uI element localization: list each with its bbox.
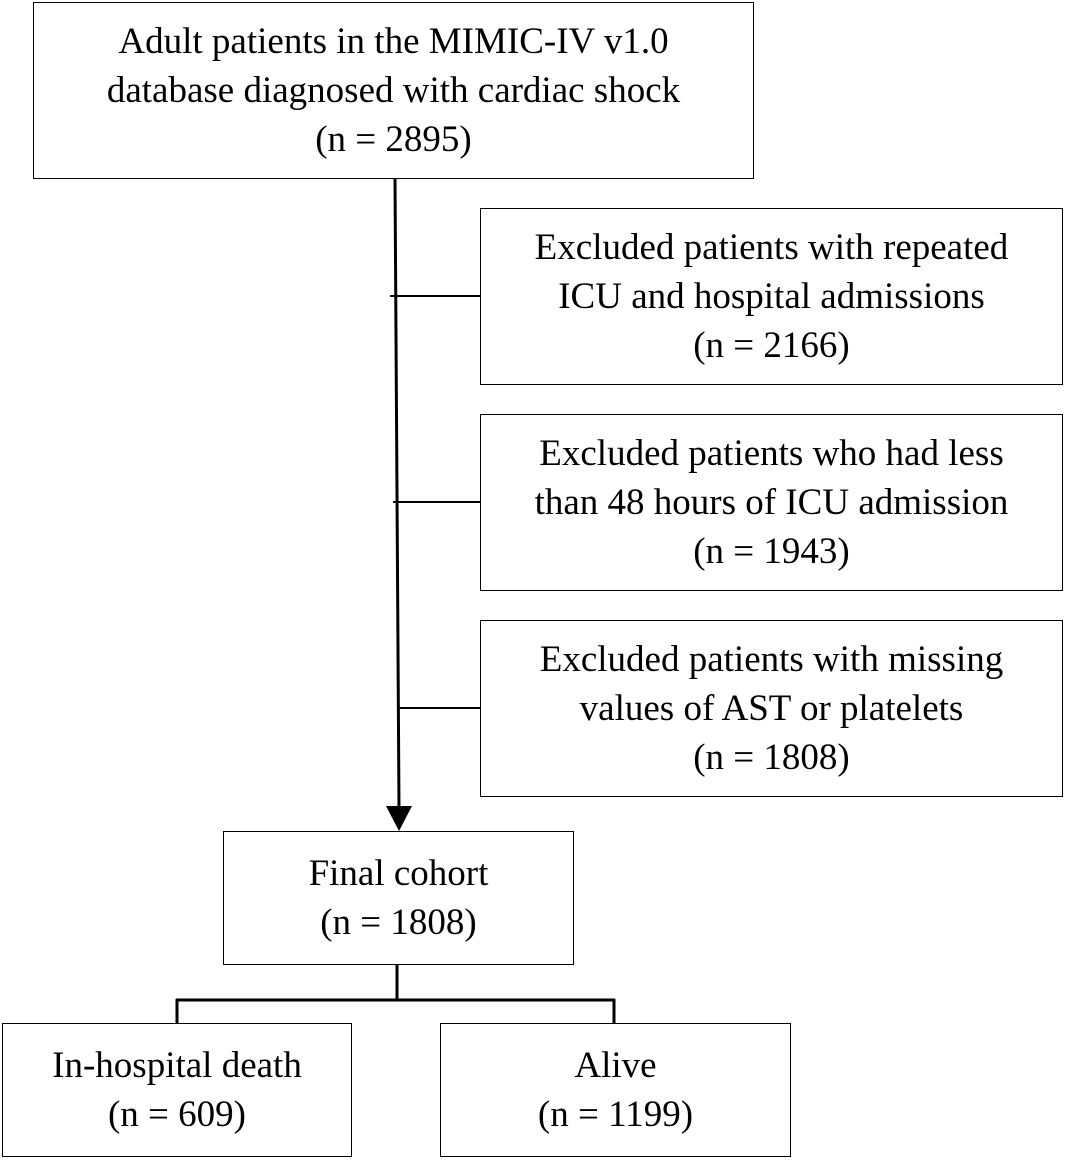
outcome-box-in-hospital-death: In-hospital death (n = 609)	[2, 1023, 352, 1157]
exclusion-1-line-1: Excluded patients with repeated	[534, 227, 1009, 268]
exclusion-3-line-2: values of AST or platelets	[579, 688, 964, 729]
exclusion-2-line-1: Excluded patients who had less	[539, 433, 1004, 474]
source-line-2: database diagnosed with cardiac shock	[106, 70, 681, 111]
source-population-box: Adult patients in the MIMIC-IV v1.0 data…	[33, 2, 754, 179]
death-count: (n = 609)	[107, 1094, 246, 1135]
exclusion-2-count: (n = 1943)	[693, 531, 850, 572]
death-label: In-hospital death	[52, 1045, 302, 1086]
exclusion-3-line-1: Excluded patients with missing	[539, 639, 1004, 680]
exclusion-3-count: (n = 1808)	[693, 737, 850, 778]
exclusion-2-line-2: than 48 hours of ICU admission	[534, 482, 1009, 523]
main-trunk-line	[393, 178, 401, 809]
exclusion-1-count: (n = 2166)	[693, 325, 850, 366]
final-cohort-box: Final cohort (n = 1808)	[223, 831, 574, 965]
arrowhead-to-final-cohort	[386, 806, 412, 831]
exclusion-box-short-icu-stay: Excluded patients who had less than 48 h…	[480, 414, 1063, 591]
alive-count: (n = 1199)	[537, 1094, 694, 1135]
final-cohort-label: Final cohort	[308, 853, 489, 894]
exclusion-box-missing-values: Excluded patients with missing values of…	[480, 620, 1063, 797]
outcome-box-alive: Alive (n = 1199)	[440, 1023, 791, 1157]
alive-label: Alive	[574, 1045, 657, 1086]
source-count: (n = 2895)	[315, 119, 472, 160]
exclusion-box-repeated-admissions: Excluded patients with repeated ICU and …	[480, 208, 1063, 385]
final-cohort-count: (n = 1808)	[320, 902, 477, 943]
exclusion-1-line-2: ICU and hospital admissions	[558, 276, 985, 317]
source-line-1: Adult patients in the MIMIC-IV v1.0	[118, 21, 669, 62]
